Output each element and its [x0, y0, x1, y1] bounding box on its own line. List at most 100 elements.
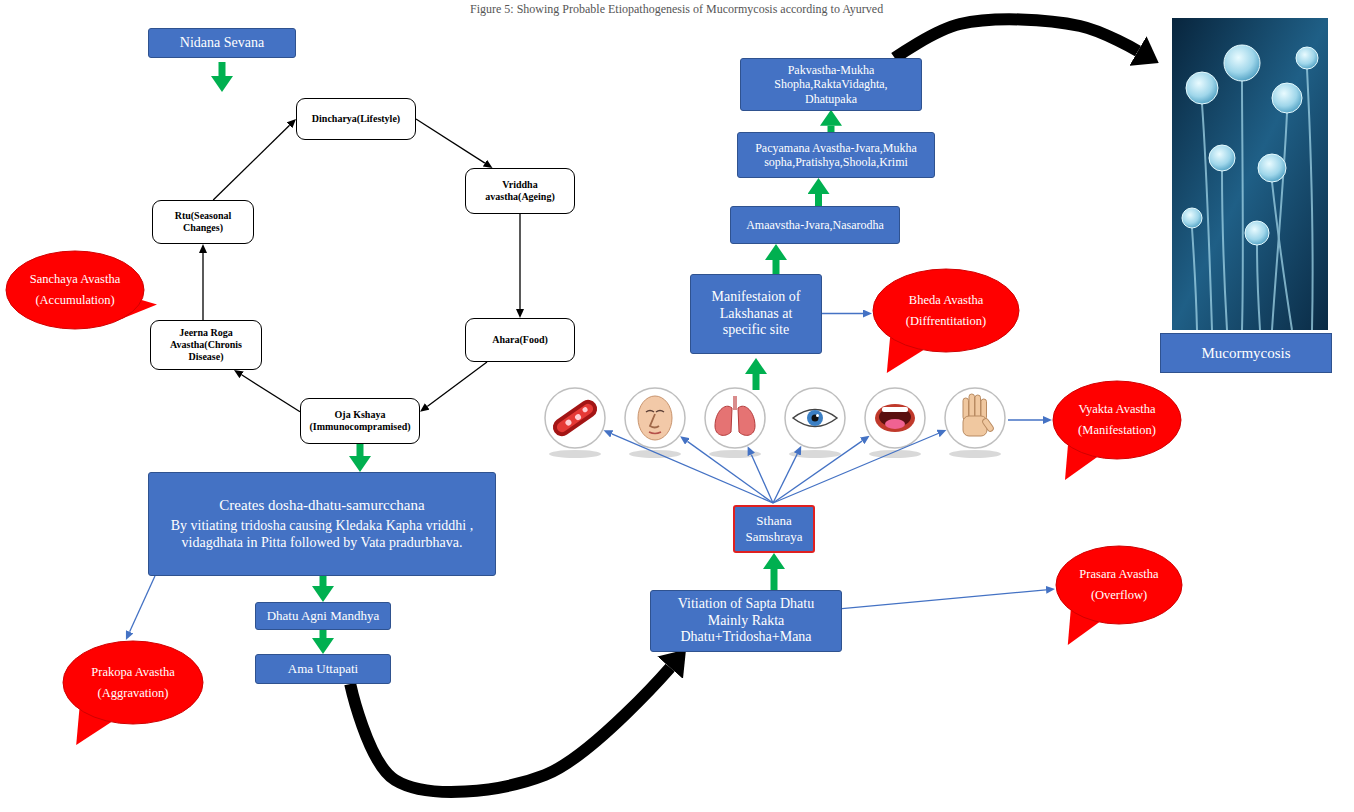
mouth-icon [882, 407, 908, 412]
fungus-photo [1192, 228, 1197, 330]
flow-arrow [350, 668, 670, 792]
stage-callout: Vyakta Avastha (Manifestation) [1052, 380, 1182, 460]
eye-icon [785, 388, 845, 458]
fungus-photo [1172, 18, 1328, 330]
fungus-photo [1272, 83, 1302, 113]
callout-ellipse [873, 269, 1019, 352]
callout-text: Vyakta Avastha [1078, 402, 1155, 417]
cause-box: Oja Kshaya (Immunocompramised) [300, 398, 420, 444]
box-label: Vriddha avastha(Ageing) [471, 179, 569, 203]
disease-panel: Mucormycosis [1160, 18, 1332, 373]
process-box: Dhatu Agni Mandhya [255, 602, 391, 630]
callout-text: Sanchaya Avastha [30, 272, 120, 287]
symptom-box: Amaavstha-Jvara,Nasarodha [730, 206, 900, 244]
organ-icons [545, 388, 1005, 458]
blood-vessel-icon [582, 406, 589, 413]
site-pointer-lines [751, 455, 773, 504]
flow-arrow [213, 125, 289, 200]
eye-icon [793, 410, 837, 427]
callout-text: Prasara Avastha [1079, 567, 1158, 582]
nose-icon [638, 396, 672, 440]
callout-ellipse [1056, 546, 1182, 624]
symptom-box: Pacyamana Avastha-Jvara,Mukha sopha,Prat… [737, 132, 935, 178]
site-pointer-lines [612, 434, 773, 503]
fungus-photo [1209, 145, 1235, 171]
callout-ellipse [63, 641, 203, 724]
blood-vessel-icon [545, 388, 605, 458]
eye-icon [807, 410, 823, 426]
callout-text: (Aggravation) [98, 686, 169, 701]
callout-text: Prakopa Avastha [91, 665, 174, 680]
process-box: Manifestaion of Lakshanas at specific si… [690, 274, 822, 354]
eye-icon [816, 414, 819, 417]
process-box: Vitiation of Sapta Dhatu Mainly Rakta Dh… [650, 590, 842, 652]
flow-arrow [427, 362, 487, 406]
callout-text: Bheda Avastha [909, 293, 983, 308]
start-box: Nidana Sevana [148, 28, 296, 58]
lungs-icon [715, 406, 732, 435]
fungus-photo [1186, 72, 1218, 104]
flow-arrow [519, 214, 520, 309]
nose-icon [625, 388, 685, 458]
site-pointer-lines [773, 454, 797, 503]
blood-vessel-icon [574, 413, 582, 421]
box-label: Amaavstha-Jvara,Nasarodha [746, 218, 884, 232]
blood-vessel-icon [555, 402, 595, 434]
cause-box: Vriddha avastha(Ageing) [465, 168, 575, 214]
callout-bubble [1055, 545, 1183, 625]
site-pointer-lines [612, 420, 1043, 503]
cause-box: Dincharya(Lifestyle) [296, 98, 416, 140]
lungs-icon [738, 406, 755, 435]
cause-box: Jeerna Roga Avastha(Chronis Disease) [150, 320, 262, 370]
callout-text: (Overflow) [1091, 588, 1147, 603]
stage-callout: Prasara Avastha (Overflow) [1055, 545, 1183, 625]
callout-bubble [62, 640, 204, 725]
fungus-photo [1272, 182, 1292, 330]
nose-icon [650, 414, 659, 428]
site-pointer-lines [773, 434, 938, 504]
mouth-icon [865, 388, 925, 458]
flow-arrow [416, 119, 485, 163]
flow-arrow [773, 260, 780, 274]
flow-arrow [242, 375, 300, 412]
lungs-icon [733, 396, 737, 410]
blood-vessel-icon [549, 396, 600, 439]
figure-title: Figure 5: Showing Probable Etiopathogene… [470, 2, 883, 17]
callout-text: (Manifestation) [1078, 423, 1156, 438]
fungus-photo [1272, 113, 1287, 330]
box-label: Mucormycosis [1160, 333, 1332, 373]
fungus-photo [1172, 18, 1328, 330]
box-label: Ama Uttapati [288, 661, 358, 677]
lungs-icon [709, 450, 761, 458]
mouth-icon [875, 404, 915, 432]
fungus-photo [1192, 69, 1313, 330]
flow-arrow [130, 576, 155, 632]
nose-icon [625, 388, 685, 448]
fungus-photo [1222, 171, 1227, 330]
nose-icon [646, 411, 664, 413]
mouth-icon [885, 419, 905, 429]
box-label: Nidana Sevana [180, 35, 264, 52]
lungs-icon [705, 388, 765, 458]
callout-ellipse [6, 251, 144, 329]
callout-text: (Accumulation) [35, 293, 114, 308]
callout-ellipse [1053, 381, 1181, 459]
box-label: Sthana Samshraya [740, 513, 808, 544]
fungus-photo [1257, 245, 1260, 330]
blood-vessel-icon [564, 418, 572, 426]
callout-text: (Diffrentitation) [906, 314, 986, 329]
hand-icon [945, 388, 1005, 448]
blood-vessel-icon [545, 388, 605, 448]
box-label: Dhatu Agni Mandhya [267, 608, 380, 624]
box-label: Pakvastha-Mukha Shopha,RaktaVidaghta, Dh… [747, 63, 915, 106]
fungus-photo [1241, 81, 1244, 330]
callout-bubble [872, 268, 1020, 353]
fungus-photo [1224, 45, 1260, 81]
callout-bubble [5, 250, 145, 330]
eye-icon [785, 388, 845, 448]
cause-box: Rtu(Seasonal Changes) [152, 200, 254, 244]
hand-icon [945, 388, 1005, 458]
fungus-photo [1182, 45, 1318, 245]
hand-icon [963, 416, 987, 436]
